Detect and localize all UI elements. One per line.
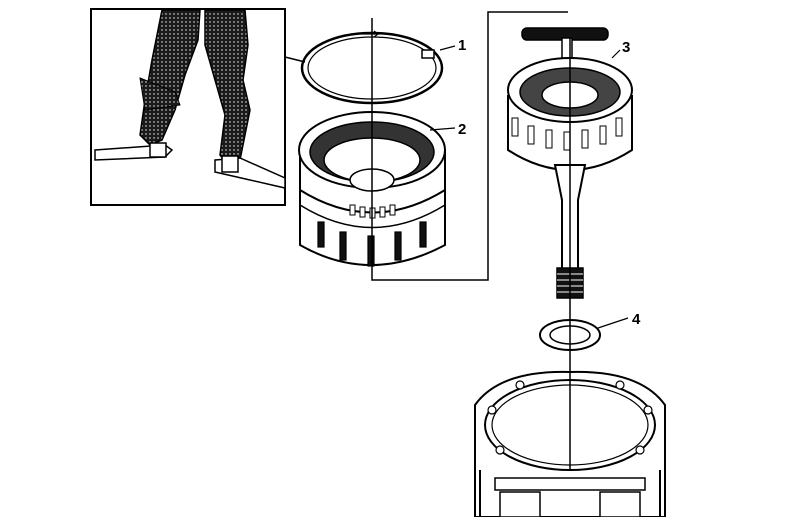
callout-4-leader <box>597 317 629 329</box>
inset-leader-line <box>284 56 306 63</box>
callout-1-leader <box>439 45 456 51</box>
callout-2-leader <box>429 127 456 131</box>
callout-2-label: 2 <box>458 121 466 138</box>
inset-detail-pliers <box>90 8 286 206</box>
routing-leader <box>371 11 568 281</box>
callout-4-label: 4 <box>632 311 641 328</box>
callout-1-label: 1 <box>458 37 466 54</box>
callout-3-label: 3 <box>622 39 630 56</box>
callout-3-leader <box>611 49 621 59</box>
